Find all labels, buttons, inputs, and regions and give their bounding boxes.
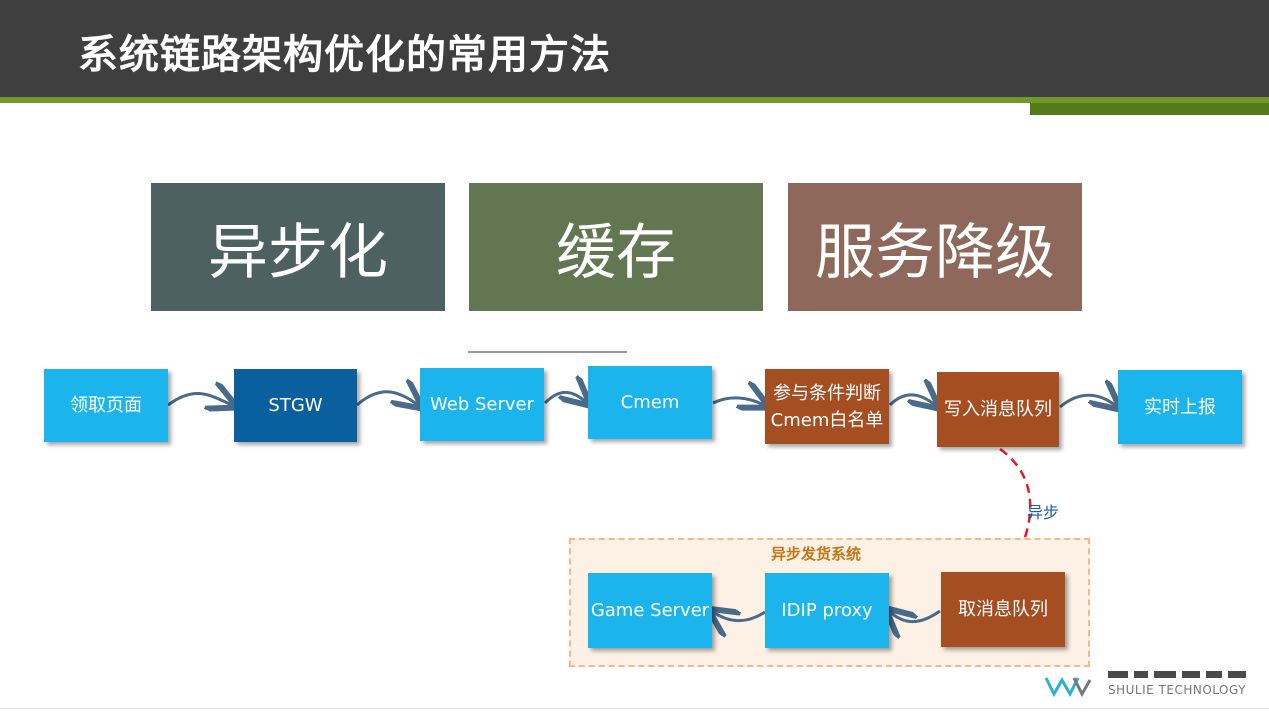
node-stgw: STGW	[234, 369, 357, 442]
arrow-6	[1059, 395, 1116, 407]
node-condition-check-label: 参与条件判断 Cmem白名单	[770, 382, 884, 431]
slide-title: 系统链路架构优化的常用方法	[78, 32, 611, 78]
accent-stripe	[0, 97, 1269, 103]
method-cache-label: 缓存	[556, 217, 676, 288]
async-delivery-group-title: 异步发货系统	[771, 545, 862, 563]
node-claim-page: 领取页面	[44, 369, 168, 442]
node-web-server-label: Web Server	[430, 394, 534, 415]
node-claim-page-label: 领取页面	[70, 395, 142, 416]
node-fetch-queue-label: 取消息队列	[958, 599, 1048, 620]
node-realtime-report-label: 实时上报	[1144, 396, 1216, 418]
arrow-3	[543, 392, 586, 403]
node-idip-proxy-label: IDIP proxy	[781, 600, 873, 621]
node-fetch-queue: 取消息队列	[941, 572, 1065, 647]
method-degrade-label: 服务降级	[815, 217, 1055, 288]
node-idip-proxy: IDIP proxy	[765, 573, 889, 648]
async-label: 异步	[1027, 503, 1060, 522]
node-condition-check: 参与条件判断 Cmem白名单	[765, 369, 889, 444]
arrow-group-2	[713, 612, 766, 621]
footer-divider	[0, 708, 1269, 709]
node-cmem-label: Cmem	[620, 392, 680, 413]
node-game-server-label: Game Server	[590, 600, 710, 621]
arrow-4	[712, 398, 764, 405]
arrow-1	[167, 393, 232, 405]
method-degrade-box: 服务降级	[788, 183, 1082, 311]
node-stgw-label: STGW	[268, 395, 323, 416]
logo-mark-icon	[1044, 676, 1080, 698]
method-cache-box: 缓存	[469, 183, 763, 311]
arrow-2	[356, 392, 418, 405]
arrow-group-1	[890, 611, 941, 622]
company-name: SHULIE TECHNOLOGY	[1108, 683, 1247, 697]
method-async-box: 异步化	[151, 183, 445, 311]
node-write-queue-label: 写入消息队列	[944, 399, 1052, 420]
node-game-server: Game Server	[588, 573, 712, 648]
title-bar: 系统链路架构优化的常用方法	[0, 0, 1269, 97]
node-realtime-report: 实时上报	[1118, 370, 1242, 444]
arrow-5	[888, 395, 935, 405]
accent-stripe-dark	[1030, 103, 1269, 115]
method-async-label: 异步化	[208, 217, 388, 288]
node-write-queue: 写入消息队列	[937, 372, 1059, 447]
node-web-server: Web Server	[420, 368, 544, 441]
node-cmem: Cmem	[588, 366, 712, 439]
